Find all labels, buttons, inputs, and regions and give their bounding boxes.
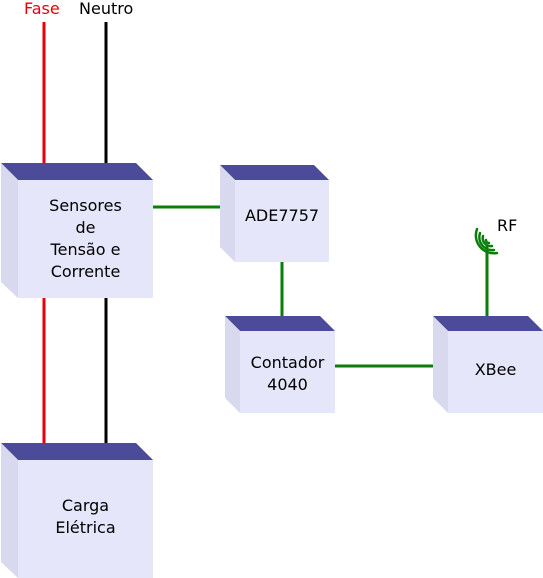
carga-line-2: Elétrica xyxy=(55,518,116,537)
sensores-line-3: Tensão e xyxy=(50,240,121,259)
contador-text: Contador 4040 xyxy=(240,352,335,396)
sensores-text: Sensores de Tensão e Corrente xyxy=(18,195,153,283)
carga-text: Carga Elétrica xyxy=(18,495,153,539)
sensores-line-4: Corrente xyxy=(50,262,121,281)
ade7757-text: ADE7757 xyxy=(235,205,329,227)
neutro-label: Neutro xyxy=(79,0,134,18)
sensores-line-2: de xyxy=(75,218,96,237)
carga-line-1: Carga xyxy=(61,496,110,515)
ade7757-line-1: ADE7757 xyxy=(244,206,320,225)
contador-line-1: Contador xyxy=(250,353,325,372)
fase-label: Fase xyxy=(24,0,60,18)
sensores-line-1: Sensores xyxy=(49,196,122,215)
sensores-block xyxy=(1,163,153,298)
rf-label: RF xyxy=(497,216,518,235)
xbee-text: XBee xyxy=(448,359,543,381)
contador-line-2: 4040 xyxy=(267,375,308,394)
carga-block xyxy=(1,443,153,578)
xbee-block xyxy=(433,316,543,413)
xbee-line-1: XBee xyxy=(474,360,517,379)
contador-block xyxy=(225,316,335,413)
rf-antenna-icon xyxy=(474,227,499,255)
ade7757-block xyxy=(220,165,329,262)
